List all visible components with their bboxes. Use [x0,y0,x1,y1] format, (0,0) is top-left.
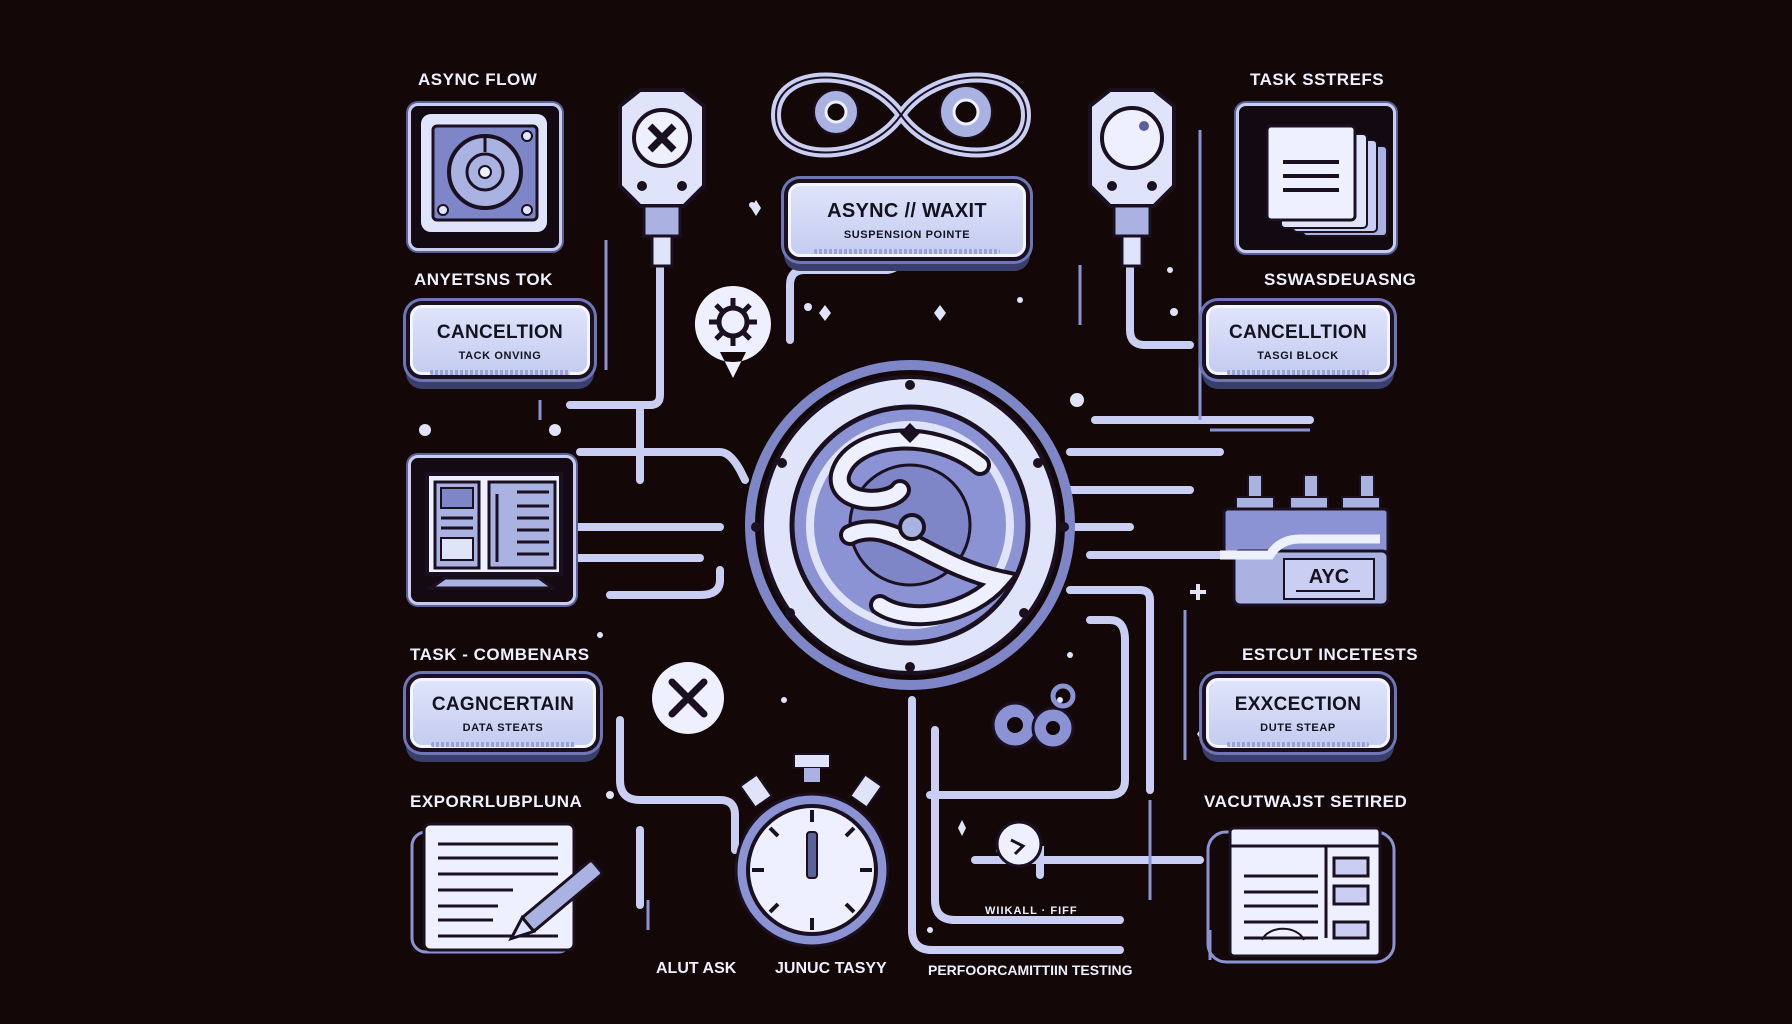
card-title: CAGNCERTAIN [431,694,575,715]
gears-pair [985,680,1081,760]
infinity-gears-icon [770,72,1032,158]
stacked-documents-icon [1265,124,1388,237]
knob-plug-icon [1088,88,1176,268]
stacked-documents-tile[interactable] [1236,103,1396,253]
label-async-flow: ASYNC FLOW [418,70,538,89]
window-form-icon [1206,826,1396,964]
bottom-label-alut-ask: ALUT ASK [656,960,737,977]
card-exxcection[interactable]: EXXCECTION DUTE STEAP [1206,678,1390,748]
stopwatch [726,748,898,948]
stopwatch-icon [734,753,890,948]
server-rack-tile[interactable]: AYC [1220,455,1400,615]
gear-bubble [690,282,776,382]
document-pencil-icon [410,822,604,954]
cancel-circle[interactable] [650,660,726,736]
server-label: AYC [1309,566,1349,588]
async-swirl-hub-icon [745,360,1075,690]
card-subtitle: TASGI BLOCK [1257,350,1339,362]
monitor-code-icon [425,472,563,590]
card-title: CANCELLTION [1228,322,1368,343]
card-subtitle: SUSPENSION POINTE [843,229,971,241]
speaker-dial-tile[interactable] [408,103,562,251]
dial-knob[interactable] [995,820,1043,868]
x-plug-icon [618,88,706,268]
card-stripe [431,742,575,747]
card-stripe [814,249,1000,254]
card-title: EXXCECTION [1234,694,1362,715]
card-subtitle: DATA STEATS [462,722,544,734]
label-task-sstrefs: TASK SSTREFS [1250,70,1385,89]
infinity-gears-tile [756,60,1046,170]
bottom-label-performance-testing: PERFOORCAMITTIIN TESTING [928,962,1133,978]
card-title: CANCELTION [436,322,564,343]
label-vacutwajst-setired: VACUTWAJST SETIRED [1204,792,1408,811]
card-stripe [1226,370,1370,375]
plug-right [1074,86,1194,306]
card-cagncertain[interactable]: CAGNCERTAIN DATA STEATS [410,678,596,748]
card-async-await[interactable]: ASYNC // WAXIT SUSPENSION POINTE [788,183,1026,257]
async-hub[interactable] [740,355,1080,695]
close-icon [652,662,724,734]
card-subtitle: DUTE STEAP [1260,722,1336,734]
label-task-combenars: TASK - COMBENARS [410,645,590,664]
card-cancellation-left[interactable]: CANCELTION TACK ONVING [410,305,590,375]
window-form-tile[interactable] [1200,818,1400,968]
document-pencil-tile[interactable] [408,818,608,958]
cancel-plug-left [600,86,720,306]
speaker-dial-icon [421,114,547,232]
card-subtitle: TACK ONVING [458,350,542,362]
card-stripe [430,370,570,375]
label-exporrlubpluna: EXPORRLUBPLUNA [410,792,583,811]
label-estcut-incetests: ESTCUT INCETESTS [1242,645,1419,664]
server-rack-icon: AYC [1220,474,1390,607]
card-cancellation-right[interactable]: CANCELLTION TASGI BLOCK [1206,305,1390,375]
pipe-label: WIIKALL · FIFF [985,905,1078,917]
label-sswasdeuasng: SSWASDEUASNG [1264,270,1417,289]
gear-icon [694,286,771,378]
dial-icon [995,820,1043,868]
monitor-code-tile[interactable] [408,455,576,605]
card-title: ASYNC // WAXIT [827,200,987,222]
bottom-label-junuc-tasyy: JUNUC TASYY [775,960,887,977]
card-stripe [1226,742,1370,747]
label-anyetsns-tok: ANYETSNS TOK [414,270,553,289]
gears-icon [991,683,1076,750]
